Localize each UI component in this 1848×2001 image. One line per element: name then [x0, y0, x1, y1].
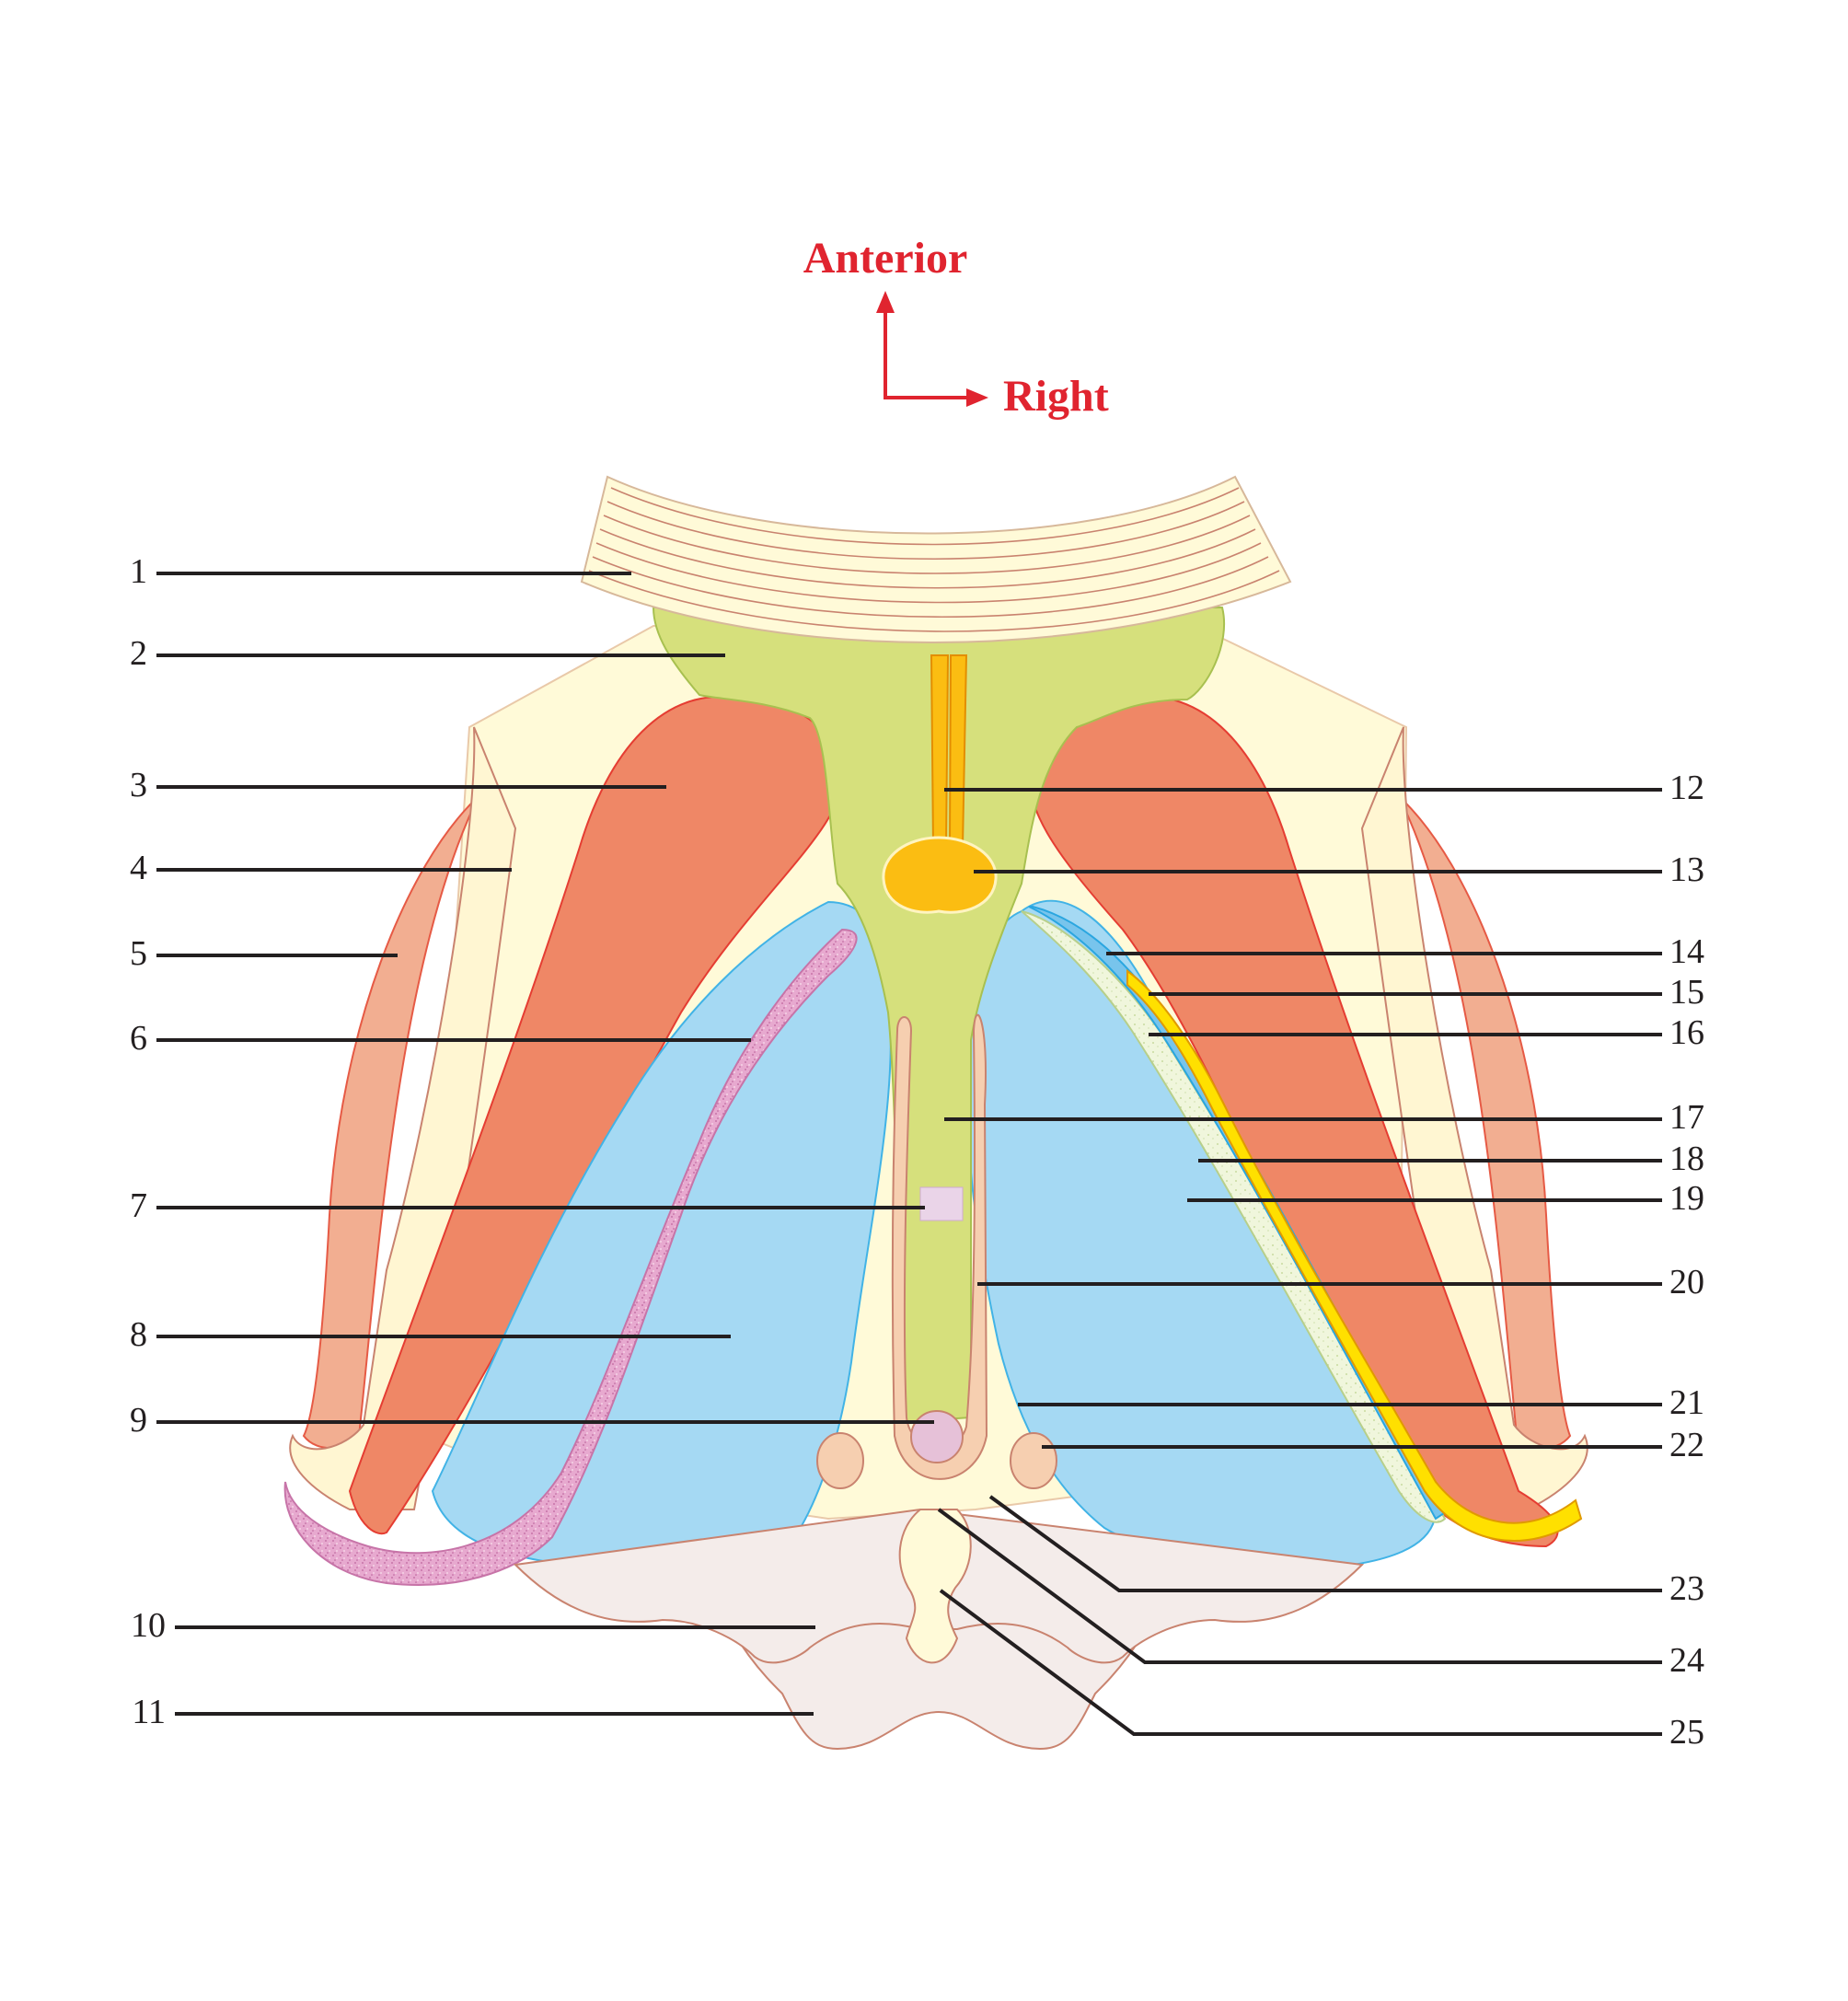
- anterior-label: Anterior: [803, 234, 968, 283]
- small-node-left: [816, 1432, 864, 1489]
- label-10: 10: [131, 1606, 166, 1645]
- right-label: Right: [1003, 372, 1109, 421]
- label-24: 24: [1669, 1641, 1704, 1680]
- label-7: 7: [130, 1186, 147, 1225]
- label-11: 11: [132, 1693, 166, 1731]
- anterior-arrow-head: [876, 291, 895, 313]
- label-3: 3: [130, 766, 147, 804]
- label-5: 5: [130, 934, 147, 973]
- label-8: 8: [130, 1315, 147, 1354]
- right-arrow-head: [966, 388, 988, 407]
- labels-right: 12 13 14 15 16 17 18 19 20 21 22 23 24 2…: [1669, 769, 1704, 1752]
- label-4: 4: [130, 849, 147, 887]
- labels-left: 1 2 3 4 5 6 7 8 9 10 11: [130, 552, 166, 1731]
- leader-lines-right: [937, 788, 1662, 1736]
- label-6: 6: [130, 1019, 147, 1058]
- small-node-right: [1010, 1432, 1057, 1489]
- label-23: 23: [1669, 1569, 1704, 1608]
- yellow-nerve-right: [1126, 969, 1583, 1542]
- pink-band-left: [283, 928, 858, 1586]
- anal-canal-circle: [910, 1410, 964, 1463]
- label-25: 25: [1669, 1713, 1704, 1752]
- outer-muscle-left: [302, 795, 479, 1450]
- superficial-band-striations: [588, 487, 1280, 632]
- label-21: 21: [1669, 1383, 1704, 1422]
- label-16: 16: [1669, 1013, 1704, 1052]
- levator-muscle-left: [348, 695, 844, 1535]
- label-19: 19: [1669, 1179, 1704, 1218]
- leader-23: [988, 1495, 1662, 1592]
- label-2: 2: [130, 634, 147, 673]
- leader-24: [937, 1508, 1662, 1664]
- label-15: 15: [1669, 973, 1704, 1012]
- orientation-indicator: Anterior Right: [803, 234, 1109, 421]
- label-22: 22: [1669, 1426, 1704, 1464]
- urethral-bulb: [882, 836, 998, 914]
- label-18: 18: [1669, 1139, 1704, 1178]
- label-1: 1: [130, 552, 147, 591]
- central-coccyx-shape: [898, 1509, 972, 1664]
- label-14: 14: [1669, 932, 1704, 971]
- canal-wall: [891, 1013, 988, 1480]
- leader-lines-left: [156, 572, 934, 1716]
- leader-25: [939, 1589, 1662, 1736]
- label-9: 9: [130, 1401, 147, 1440]
- label-12: 12: [1669, 769, 1704, 807]
- pink-patch: [919, 1186, 964, 1221]
- label-13: 13: [1669, 850, 1704, 889]
- label-20: 20: [1669, 1263, 1704, 1301]
- label-17: 17: [1669, 1098, 1704, 1137]
